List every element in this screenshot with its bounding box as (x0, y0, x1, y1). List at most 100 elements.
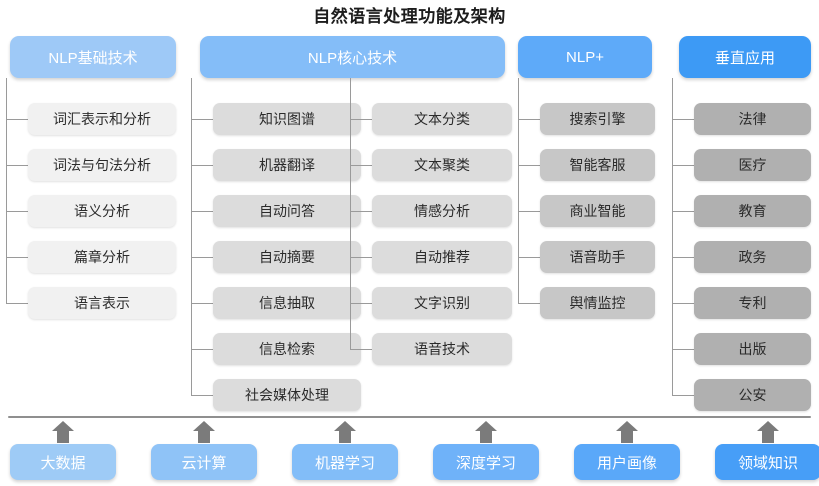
node-nlp-core-3[interactable]: 情感分析 (372, 195, 512, 227)
node-label: 信息检索 (259, 341, 315, 357)
connector-branch (191, 395, 213, 396)
node-nlp-core-1[interactable]: 知识图谱 (213, 103, 361, 135)
connector-branch (350, 349, 372, 350)
node-vertical-app-1[interactable]: 法律 (694, 103, 811, 135)
node-label: 词汇表示和分析 (53, 111, 151, 127)
pillar-header-nlp-basic[interactable]: NLP基础技术 (10, 36, 176, 78)
node-nlp-basic-1[interactable]: 词汇表示和分析 (28, 103, 176, 135)
node-label: 语言表示 (74, 295, 130, 311)
node-label: 情感分析 (414, 203, 470, 219)
page-title: 自然语言处理功能及架构 (313, 7, 506, 26)
connector-branch (6, 119, 28, 120)
arrow-up-icon (755, 420, 781, 446)
node-label: 语音助手 (569, 249, 626, 265)
node-nlp-basic-3[interactable]: 语义分析 (28, 195, 176, 227)
node-vertical-app-3[interactable]: 教育 (694, 195, 811, 227)
node-label: 专利 (738, 295, 767, 311)
node-label: 智能客服 (569, 157, 626, 173)
connector-branch (672, 349, 694, 350)
node-nlp-basic-2[interactable]: 词法与句法分析 (28, 149, 176, 181)
arrow-up-icon (473, 420, 499, 446)
node-nlp-core-2[interactable]: 机器翻译 (213, 149, 361, 181)
node-label: 搜索引擎 (569, 111, 626, 127)
node-nlp-core-6[interactable]: 语音技术 (372, 333, 512, 365)
connector-branch (518, 119, 540, 120)
pillar-header-nlp-core[interactable]: NLP核心技术 (200, 36, 505, 78)
node-nlp-plus-2[interactable]: 智能客服 (540, 149, 655, 181)
node-label: 机器翻译 (259, 157, 315, 173)
node-label: 篇章分析 (74, 249, 130, 265)
node-vertical-app-6[interactable]: 出版 (694, 333, 811, 365)
connector-branch (672, 395, 694, 396)
foundation-box-1[interactable]: 大数据 (10, 444, 116, 480)
node-nlp-plus-4[interactable]: 语音助手 (540, 241, 655, 273)
foundation-box-4[interactable]: 深度学习 (433, 444, 539, 480)
foundation-box-3[interactable]: 机器学习 (292, 444, 398, 480)
foundation-box-label: 大数据 (40, 454, 86, 472)
node-label: 信息抽取 (259, 295, 315, 311)
foundation-box-label: 领域知识 (737, 454, 798, 472)
connector-branch (6, 211, 28, 212)
arrow-up-icon (614, 420, 640, 446)
foundation-box-label: 深度学习 (455, 454, 516, 472)
node-nlp-core-4[interactable]: 自动摘要 (213, 241, 361, 273)
foundation-box-2[interactable]: 云计算 (151, 444, 257, 480)
node-nlp-basic-5[interactable]: 语言表示 (28, 287, 176, 319)
foundation-box-label: 云计算 (181, 454, 227, 472)
foundation-box-6[interactable]: 领域知识 (715, 444, 819, 480)
foundation-box-5[interactable]: 用户画像 (574, 444, 680, 480)
node-vertical-app-4[interactable]: 政务 (694, 241, 811, 273)
node-label: 自动推荐 (414, 249, 470, 265)
node-label: 文本聚类 (414, 157, 470, 173)
node-nlp-core-4[interactable]: 自动推荐 (372, 241, 512, 273)
pillar-header-label: NLP核心技术 (307, 49, 398, 67)
pillar-header-label: NLP+ (566, 48, 604, 66)
connector-branch (518, 211, 540, 212)
node-nlp-core-5[interactable]: 信息抽取 (213, 287, 361, 319)
connector-stem-nlp-core-1 (350, 78, 351, 349)
connector-branch (350, 211, 372, 212)
arrow-up-icon (191, 420, 217, 446)
connector-stem-vertical-app-0 (672, 78, 673, 395)
node-nlp-basic-4[interactable]: 篇章分析 (28, 241, 176, 273)
node-label: 文字识别 (414, 295, 470, 311)
node-nlp-core-7[interactable]: 社会媒体处理 (213, 379, 361, 411)
connector-branch (6, 257, 28, 258)
connector-branch (191, 119, 213, 120)
node-label: 法律 (738, 111, 767, 127)
arrow-up-icon (50, 420, 76, 446)
node-nlp-plus-1[interactable]: 搜索引擎 (540, 103, 655, 135)
connector-branch (672, 257, 694, 258)
pillar-header-label: 垂直应用 (714, 49, 775, 67)
node-label: 语义分析 (74, 203, 130, 219)
node-vertical-app-5[interactable]: 专利 (694, 287, 811, 319)
node-nlp-plus-3[interactable]: 商业智能 (540, 195, 655, 227)
node-nlp-core-3[interactable]: 自动问答 (213, 195, 361, 227)
connector-branch (350, 119, 372, 120)
connector-branch (350, 165, 372, 166)
node-label: 政务 (738, 249, 767, 265)
node-label: 商业智能 (569, 203, 626, 219)
node-vertical-app-7[interactable]: 公安 (694, 379, 811, 411)
connector-branch (350, 257, 372, 258)
node-label: 知识图谱 (259, 111, 315, 127)
node-nlp-plus-5[interactable]: 舆情监控 (540, 287, 655, 319)
arrow-up-icon (332, 420, 358, 446)
node-nlp-core-6[interactable]: 信息检索 (213, 333, 361, 365)
node-label: 公安 (738, 387, 767, 403)
node-label: 社会媒体处理 (245, 387, 329, 403)
pillar-header-label: NLP基础技术 (48, 49, 138, 67)
connector-stem-nlp-plus-0 (518, 78, 519, 303)
node-nlp-core-2[interactable]: 文本聚类 (372, 149, 512, 181)
pillar-header-vertical-app[interactable]: 垂直应用 (679, 36, 811, 78)
node-label: 语音技术 (414, 341, 470, 357)
connector-branch (6, 303, 28, 304)
node-label: 文本分类 (414, 111, 470, 127)
node-vertical-app-2[interactable]: 医疗 (694, 149, 811, 181)
connector-branch (191, 257, 213, 258)
node-nlp-core-5[interactable]: 文字识别 (372, 287, 512, 319)
connector-branch (6, 165, 28, 166)
pillar-header-nlp-plus[interactable]: NLP+ (518, 36, 652, 78)
node-nlp-core-1[interactable]: 文本分类 (372, 103, 512, 135)
